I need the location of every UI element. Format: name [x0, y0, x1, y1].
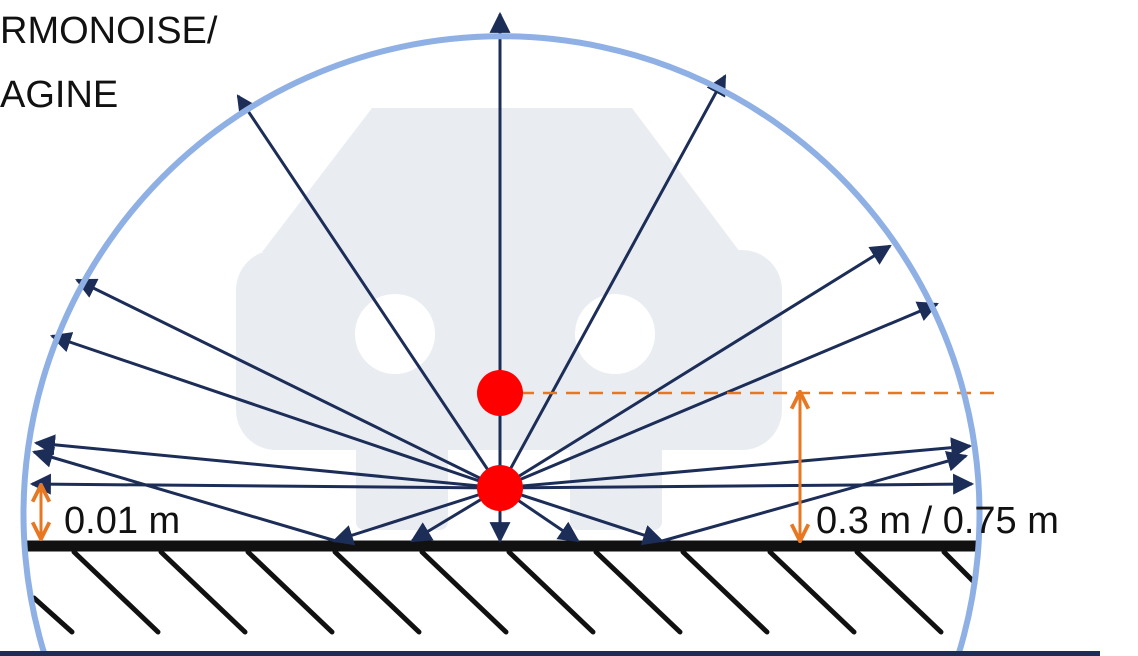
ray-arrow	[29, 473, 501, 495]
ground-hatching	[31, 549, 978, 635]
hatch-stroke	[419, 549, 509, 635]
hatch-stroke	[71, 549, 161, 635]
low-source-height-label: 0.01 m	[64, 500, 181, 542]
ray-arrow	[50, 332, 501, 490]
ray-arrow	[499, 301, 939, 490]
ray-arrow	[331, 486, 501, 546]
hatch-stroke	[941, 549, 978, 586]
hatch-stroke	[593, 549, 683, 635]
upper-source-dot	[477, 370, 523, 416]
hatch-stroke	[680, 549, 770, 635]
reflected-ray-arrow	[31, 447, 337, 543]
ray-arrow	[33, 434, 501, 490]
title-line-1: RMONOISE/	[0, 10, 218, 52]
ray-arrow	[498, 74, 727, 489]
ray-arrow	[499, 486, 664, 546]
high-source-height-label: 0.3 m / 0.75 m	[816, 500, 1059, 542]
hatch-stroke	[854, 549, 944, 635]
hatch-stroke	[506, 549, 596, 635]
hatch-stroke	[245, 549, 335, 635]
hatch-stroke	[767, 549, 857, 635]
ray-arrow	[75, 278, 501, 490]
title-line-2: AGINE	[0, 74, 119, 116]
ray-arrow	[236, 94, 502, 489]
ray-arrow	[499, 473, 975, 495]
hatch-stroke	[332, 549, 422, 635]
bottom-bar	[0, 651, 1100, 656]
hatch-stroke	[158, 549, 248, 635]
hemisphere-boundary	[20, 33, 983, 656]
reflected-ray-arrow	[661, 450, 969, 543]
car-icon	[236, 108, 782, 530]
hatch-stroke	[31, 595, 75, 635]
ray-arrow	[499, 244, 892, 490]
ray-arrow	[499, 437, 973, 490]
lower-source-dot	[477, 465, 523, 511]
